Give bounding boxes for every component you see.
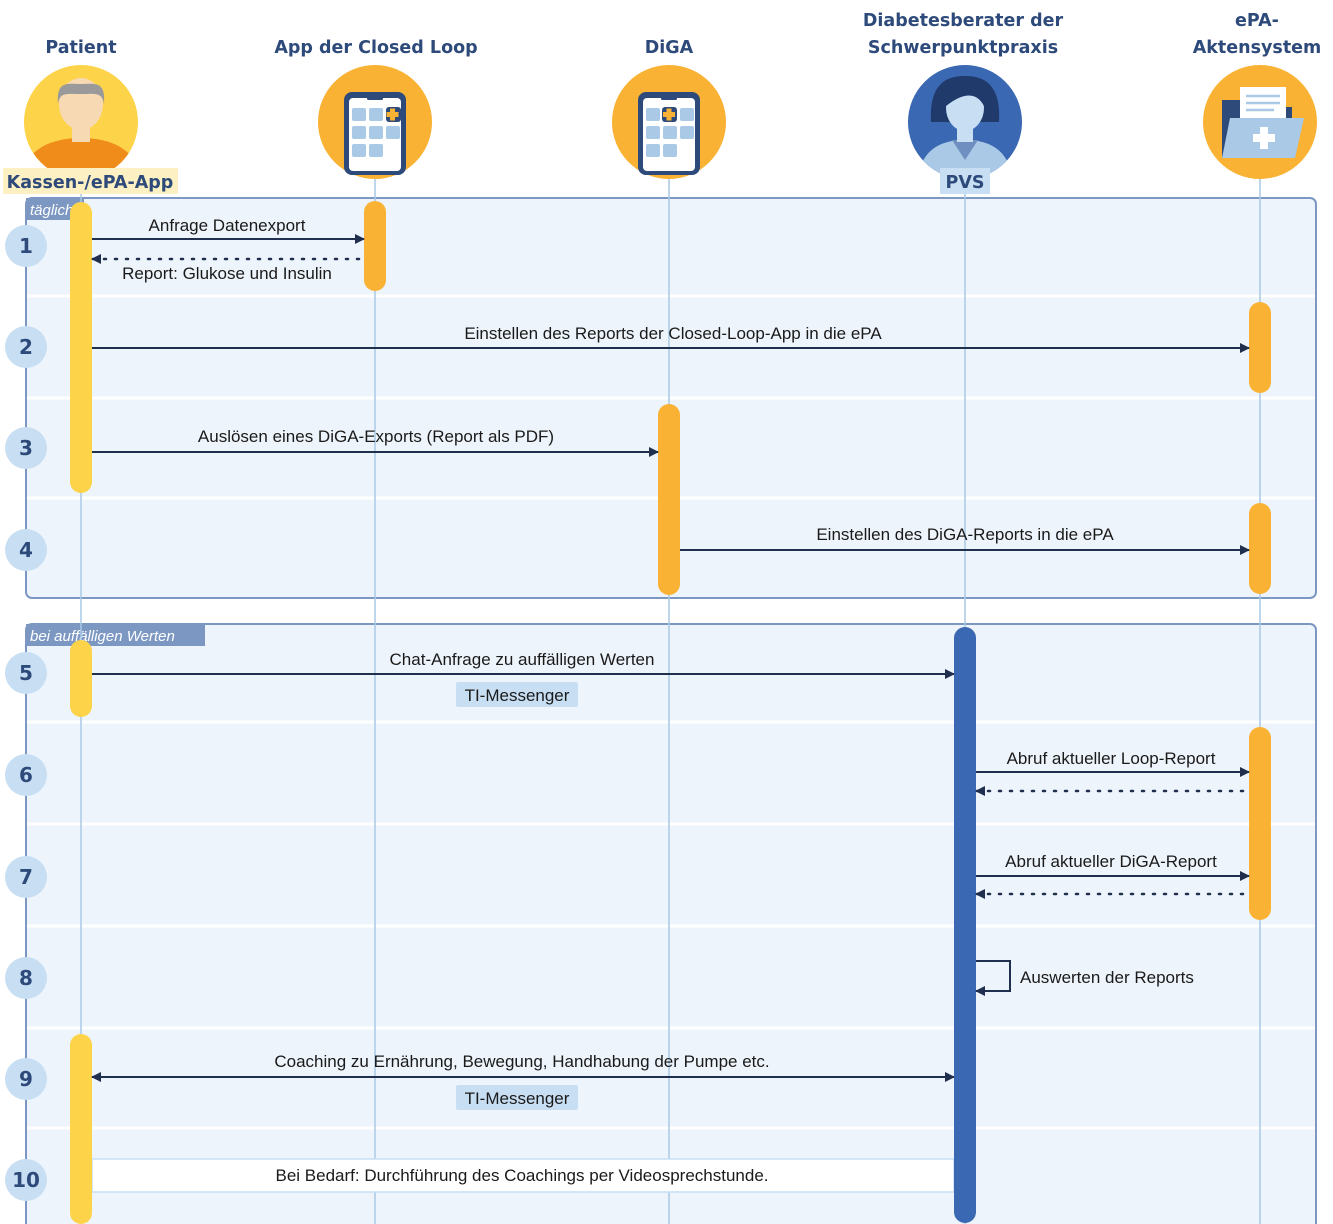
actor-title-closedloop: App der Closed Loop (274, 38, 477, 58)
ti-messenger-chip-5: TI-Messenger (456, 682, 578, 707)
step-number-9: 9 (19, 1067, 33, 1091)
step-number-7: 7 (19, 865, 33, 889)
message-label-4: Einstellen des DiGA-Reports in die ePA (816, 525, 1114, 544)
step-number-6: 6 (19, 763, 33, 787)
messages (90, 234, 1250, 1082)
activation-epa-1 (1249, 302, 1271, 393)
frame-auffaellige-werte: bei auffälligen Werten (25, 623, 1317, 1224)
step-number-1: 1 (19, 234, 33, 258)
step-number-4: 4 (19, 538, 33, 562)
actor-epa: ePA- Aktensystem (1193, 11, 1322, 179)
message-label-7: Abruf aktueller DiGA-Report (1005, 852, 1217, 871)
step-number-3: 3 (19, 436, 33, 460)
activation-bars (70, 201, 1271, 1224)
message-label-5: Chat-Anfrage zu auffälligen Werten (390, 650, 655, 669)
smartphone-app-icon (612, 65, 726, 179)
actor-title-berater-line2: Schwerpunktpraxis (868, 38, 1058, 58)
ti-messenger-chip-9: TI-Messenger (456, 1085, 578, 1110)
actor-patient: Patient Kassen-/ePA-App (3, 38, 178, 194)
message-label-8: Auswerten der Reports (1020, 968, 1194, 987)
actor-title-patient: Patient (45, 38, 116, 58)
message-label-10: Bei Bedarf: Durchführung des Coachings p… (276, 1166, 769, 1185)
step-number-2: 2 (19, 335, 33, 359)
activation-diga (658, 404, 680, 595)
step-numbers: 1 2 3 4 5 6 7 8 9 10 (5, 225, 47, 1201)
actor-diga: DiGA (612, 38, 726, 179)
chip-label-9: TI-Messenger (465, 1089, 570, 1108)
activation-patient-2 (70, 640, 92, 717)
activation-patient-1 (70, 202, 92, 493)
frame-label-taeglich: täglich (30, 202, 73, 219)
step-number-5: 5 (19, 661, 33, 685)
actor-title-epa-line1: ePA- (1235, 11, 1279, 31)
actor-berater: Diabetesberater der Schwerpunktpraxis PV… (863, 11, 1064, 194)
message-label-1a: Anfrage Datenexport (149, 216, 306, 235)
activation-epa-3 (1249, 727, 1271, 920)
actor-title-berater-line1: Diabetesberater der (863, 11, 1064, 31)
message-arrow-8-self (975, 960, 1011, 996)
step-number-8: 8 (19, 966, 33, 990)
message-label-9: Coaching zu Ernährung, Bewegung, Handhab… (274, 1052, 769, 1071)
activation-patient-3 (70, 1034, 92, 1224)
step-number-10: 10 (12, 1168, 40, 1192)
medical-folder-icon (1203, 65, 1317, 179)
frame-label-auffaellig: bei auffälligen Werten (30, 628, 175, 645)
actor-title-diga: DiGA (645, 38, 694, 58)
patient-avatar-icon (24, 65, 138, 179)
message-label-3: Auslösen eines DiGA-Exports (Report als … (198, 427, 554, 446)
doctor-avatar-icon (908, 65, 1022, 179)
actor-title-epa-line2: Aktensystem (1193, 38, 1322, 58)
actor-closedloop: App der Closed Loop (274, 38, 478, 179)
message-label-2: Einstellen des Reports der Closed-Loop-A… (464, 324, 882, 343)
activation-berater (954, 627, 976, 1223)
actor-tag-patient: Kassen-/ePA-App (7, 173, 174, 193)
message-label-1b: Report: Glukose und Insulin (122, 264, 332, 283)
message-labels: Anfrage Datenexport Report: Glukose und … (122, 216, 1217, 1185)
chip-label-5: TI-Messenger (465, 686, 570, 705)
activation-closedloop (364, 201, 386, 291)
message-label-6: Abruf aktueller Loop-Report (1007, 749, 1216, 768)
smartphone-app-icon (318, 65, 432, 179)
activation-epa-2 (1249, 503, 1271, 594)
actor-tag-berater: PVS (946, 173, 985, 193)
